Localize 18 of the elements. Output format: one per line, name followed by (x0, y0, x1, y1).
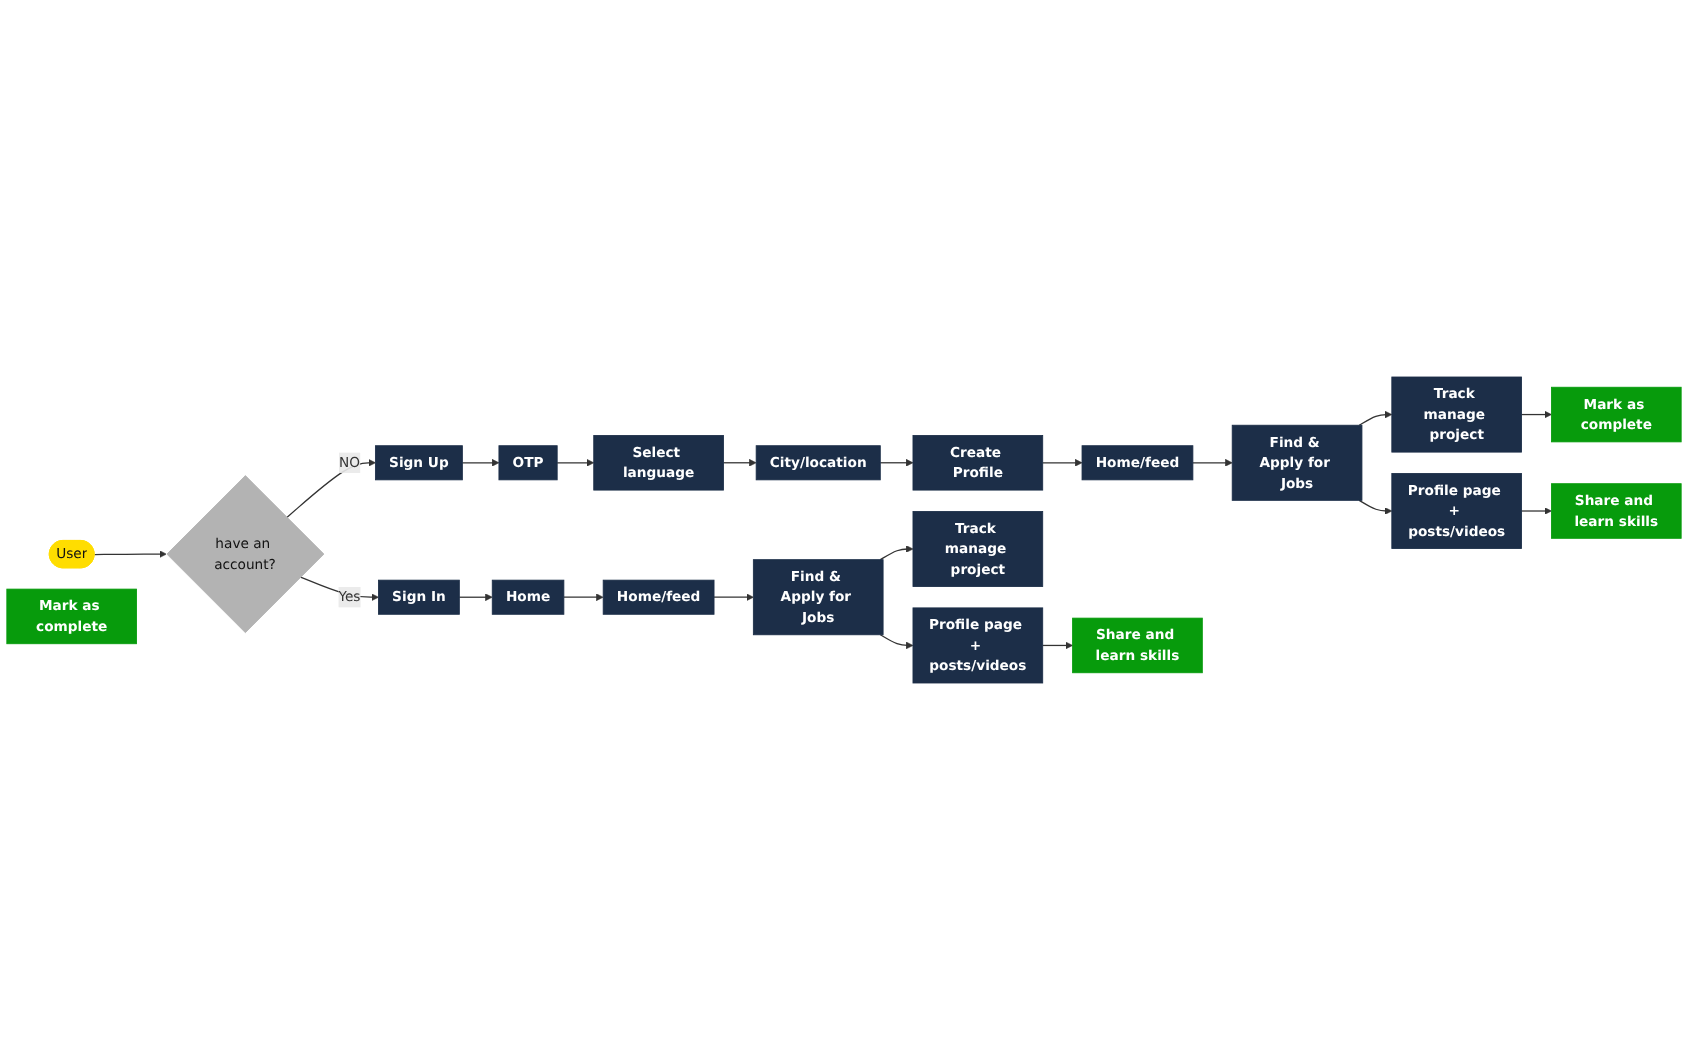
arrow (461, 459, 500, 467)
arrow (879, 545, 914, 561)
arrow (722, 459, 757, 467)
arrow (879, 634, 914, 650)
arrow (458, 593, 493, 601)
arrow (1042, 641, 1073, 650)
arrow (1192, 459, 1233, 467)
arrow (1358, 410, 1393, 426)
arrow (1520, 507, 1552, 515)
arrow (93, 550, 167, 558)
arrow (713, 593, 754, 601)
arrow (1358, 499, 1393, 515)
arrow (286, 459, 376, 519)
arrow (879, 459, 914, 467)
arrow (563, 593, 604, 601)
arrow (556, 459, 595, 467)
arrow (1042, 459, 1083, 467)
arrow (1520, 410, 1552, 419)
